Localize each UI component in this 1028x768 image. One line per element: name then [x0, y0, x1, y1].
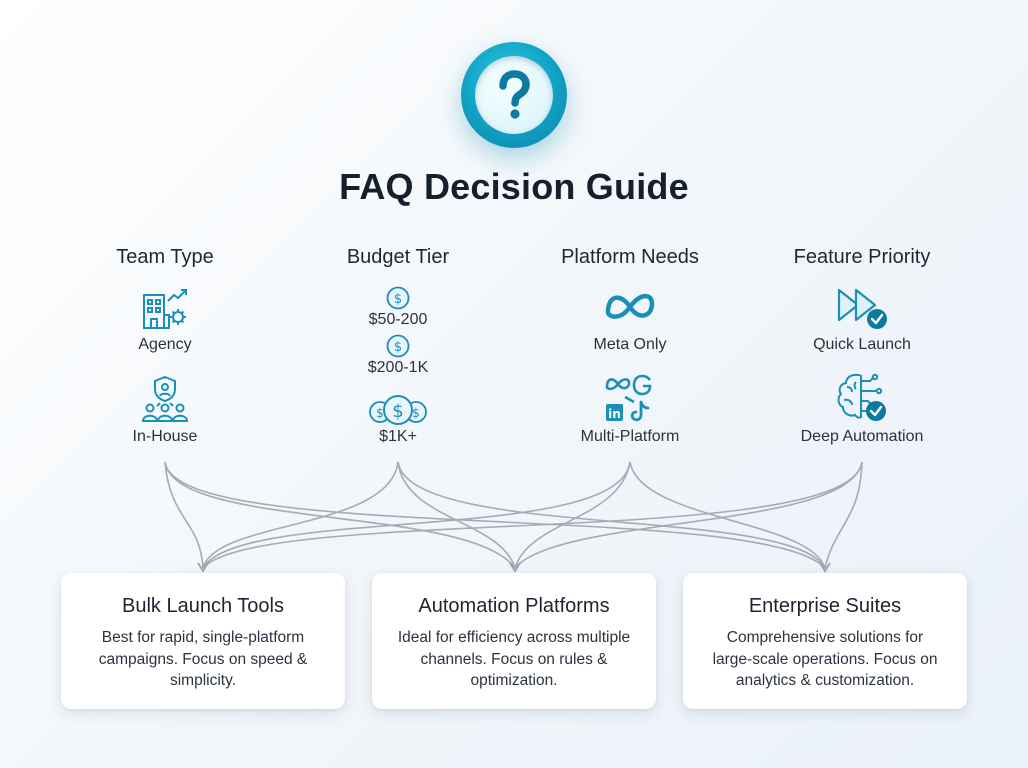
- fast-forward-check-icon: [837, 288, 887, 329]
- question-mark-icon: [461, 42, 567, 148]
- svg-text:in: in: [608, 407, 621, 421]
- column-header-feature-priority: Feature Priority: [793, 246, 931, 268]
- arrowhead-3: [819, 562, 831, 573]
- arrowhead-2: [509, 562, 521, 573]
- page-title: FAQ Decision Guide: [339, 166, 689, 207]
- card-description: Ideal for efficiency across multiple cha…: [397, 629, 631, 689]
- option-in-house[interactable]: In-House: [132, 428, 198, 445]
- option-budget-50-200[interactable]: $50-200: [368, 311, 428, 328]
- meta-logo-icon: [605, 293, 655, 319]
- arrowhead-1: [197, 562, 209, 573]
- team-shield-icon: [141, 375, 189, 422]
- option-meta-only[interactable]: Meta Only: [593, 336, 667, 353]
- multi-platform-logos-icon: in: [605, 374, 652, 422]
- option-budget-1k-plus[interactable]: $1K+: [379, 428, 417, 445]
- result-card-automation-platforms[interactable]: Automation Platforms Ideal for efficienc…: [372, 573, 656, 709]
- dollar-coins-stack-icon: $ $ $: [369, 395, 427, 425]
- svg-text:$: $: [412, 406, 420, 420]
- svg-text:$: $: [392, 401, 403, 422]
- dollar-coin-icon: $: [386, 334, 410, 358]
- option-budget-200-1k[interactable]: $200-1K: [367, 359, 429, 376]
- column-header-budget-tier: Budget Tier: [346, 246, 450, 268]
- card-title: Automation Platforms: [418, 595, 610, 617]
- result-card-bulk-launch-tools[interactable]: Bulk Launch Tools Best for rapid, single…: [61, 573, 345, 709]
- column-header-platform-needs: Platform Needs: [561, 246, 699, 268]
- option-agency[interactable]: Agency: [138, 336, 192, 353]
- option-multi-platform[interactable]: Multi-Platform: [580, 428, 680, 445]
- result-card-enterprise-suites[interactable]: Enterprise Suites Comprehensive solution…: [683, 573, 967, 709]
- option-deep-automation[interactable]: Deep Automation: [800, 428, 924, 445]
- svg-text:$: $: [394, 340, 402, 355]
- building-growth-icon: [143, 289, 187, 329]
- card-title: Enterprise Suites: [748, 595, 902, 617]
- svg-text:$: $: [376, 406, 384, 420]
- card-title: Bulk Launch Tools: [122, 595, 284, 617]
- card-description: Comprehensive solutions for large-scale …: [712, 629, 938, 689]
- dollar-coin-icon: $: [386, 286, 410, 310]
- brain-circuit-check-icon: [837, 373, 886, 421]
- svg-text:$: $: [394, 292, 402, 307]
- card-description: Best for rapid, single-platform campaign…: [98, 629, 308, 689]
- column-header-team-type: Team Type: [116, 246, 214, 268]
- option-quick-launch[interactable]: Quick Launch: [813, 336, 911, 353]
